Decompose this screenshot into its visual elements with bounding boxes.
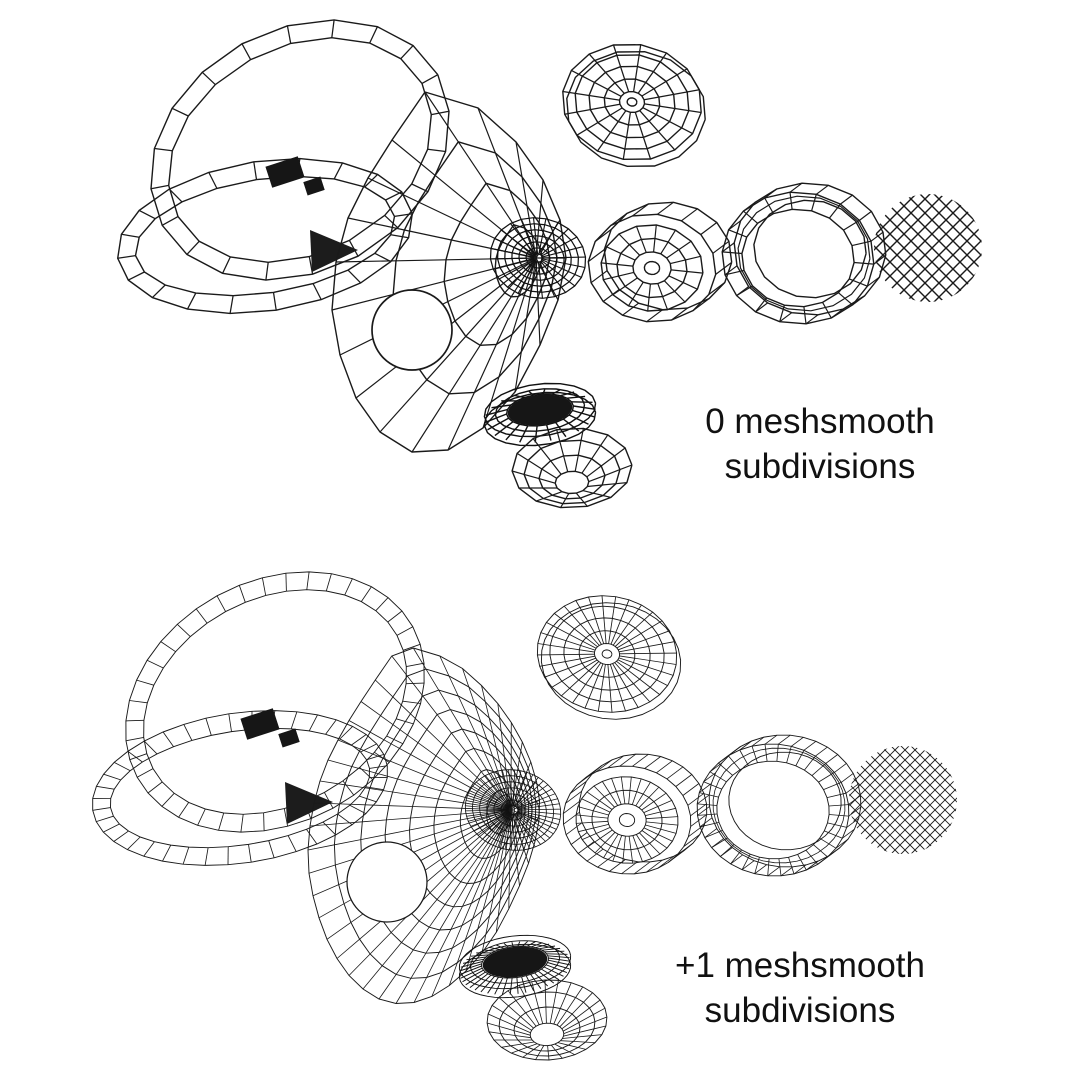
figure-0-wireframe-mask <box>116 19 982 509</box>
figure-1-wireframe-mask <box>92 571 957 1061</box>
figure-1-label: +1 meshsmooth subdivisions <box>615 944 985 1034</box>
figure-0-label-line1: 0 meshsmooth <box>705 402 935 441</box>
figure-0-label-line2: subdivisions <box>724 446 916 486</box>
figure-1-label-line2: subdivisions <box>704 990 896 1030</box>
figure-0-label: 0 meshsmooth subdivisions <box>640 400 1000 490</box>
figure-1-label-line1: +1 meshsmooth <box>675 946 925 985</box>
